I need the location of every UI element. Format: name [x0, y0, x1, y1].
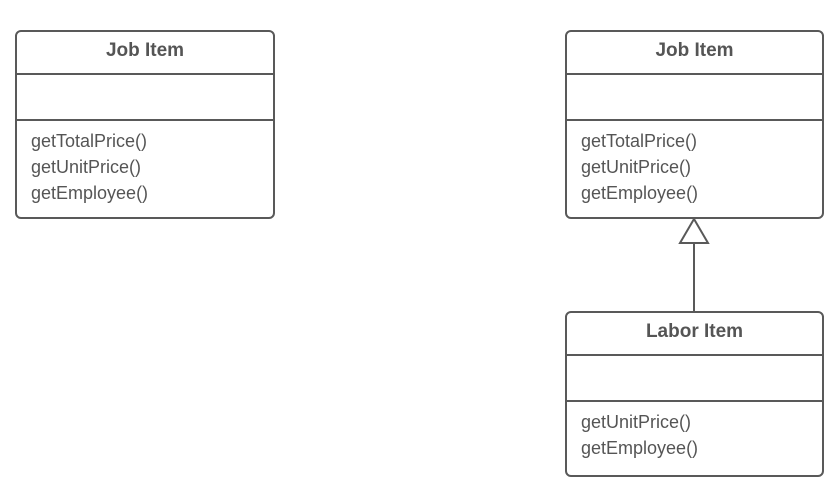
- class-method: getUnitPrice(): [581, 412, 692, 432]
- class-name: Job Item: [17, 32, 273, 75]
- class-attributes-compartment: [567, 356, 822, 402]
- class-method: getEmployee(): [581, 183, 699, 203]
- inheritance-arrowhead-icon: [678, 217, 710, 244]
- class-methods-compartment: getTotalPrice() getUnitPrice() getEmploy…: [567, 121, 822, 206]
- class-name: Labor Item: [567, 313, 822, 356]
- class-attributes-compartment: [567, 75, 822, 121]
- class-method: getTotalPrice(): [31, 131, 148, 151]
- class-method: getTotalPrice(): [581, 131, 698, 151]
- class-attributes-compartment: [17, 75, 273, 121]
- class-name: Job Item: [567, 32, 822, 75]
- class-methods-compartment: getUnitPrice() getEmployee(): [567, 402, 822, 461]
- class-method: getEmployee(): [31, 183, 149, 203]
- class-methods-compartment: getTotalPrice() getUnitPrice() getEmploy…: [17, 121, 273, 206]
- class-method: getEmployee(): [581, 438, 699, 458]
- uml-class-job-item-standalone: Job Item getTotalPrice() getUnitPrice() …: [15, 30, 275, 219]
- class-method: getUnitPrice(): [581, 157, 692, 177]
- uml-class-labor-item: Labor Item getUnitPrice() getEmployee(): [565, 311, 824, 477]
- class-method: getUnitPrice(): [31, 157, 142, 177]
- uml-class-job-item-parent: Job Item getTotalPrice() getUnitPrice() …: [565, 30, 824, 219]
